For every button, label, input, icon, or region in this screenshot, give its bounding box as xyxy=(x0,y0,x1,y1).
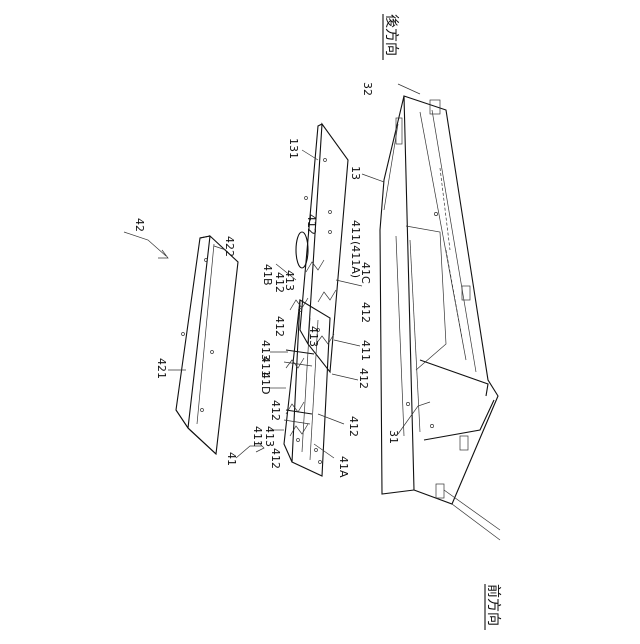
label-411-b: 411 xyxy=(259,356,272,377)
label-41A: 41A xyxy=(337,456,350,478)
rear-direction-text: 後方向 xyxy=(383,14,399,56)
label-422: 422 xyxy=(223,236,236,257)
frame-41 xyxy=(284,300,330,476)
label-412-e: 412 xyxy=(273,272,286,293)
cover-42 xyxy=(176,236,238,454)
label-412-b: 412 xyxy=(357,368,370,389)
label-412-h: 412 xyxy=(269,448,282,469)
label-131: 131 xyxy=(287,138,300,159)
label-41: 41 xyxy=(225,452,238,466)
reference-labels: 32 13 131 42 422 421 31 41 41A 41B 41C 4… xyxy=(133,82,400,478)
label-411-c: 411 xyxy=(251,426,264,447)
label-411-411A: 411(411A) xyxy=(349,220,362,278)
label-413-c: 413 xyxy=(307,326,320,347)
label-32: 32 xyxy=(361,82,374,96)
label-42: 42 xyxy=(133,218,146,232)
label-411-a: 411 xyxy=(359,340,372,361)
label-13: 13 xyxy=(349,166,362,180)
plate-131 xyxy=(296,124,348,372)
label-412-g: 412 xyxy=(269,400,282,421)
label-41B: 41B xyxy=(261,264,274,286)
label-31: 31 xyxy=(387,430,400,444)
label-412-a: 412 xyxy=(359,302,372,323)
label-412-d: 412 xyxy=(305,214,318,235)
label-412-c: 412 xyxy=(347,416,360,437)
front-direction-label: 前方向 xyxy=(485,584,502,630)
label-421: 421 xyxy=(155,358,168,379)
tray-13 xyxy=(380,96,500,540)
label-412-f: 412 xyxy=(273,316,286,337)
rear-direction-label: 後方向 xyxy=(383,14,399,60)
front-direction-text: 前方向 xyxy=(485,584,502,626)
